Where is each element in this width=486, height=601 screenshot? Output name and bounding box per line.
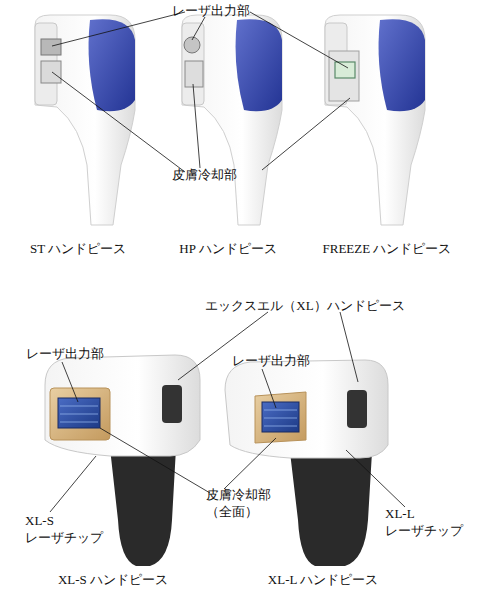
- side-button: [162, 385, 182, 423]
- laser-window: [41, 39, 61, 55]
- part-label: HP ハンドピース: [168, 240, 288, 257]
- part-label: レーザ出力部: [232, 352, 332, 369]
- window-stripes: [60, 406, 98, 422]
- laser-window: [58, 398, 100, 428]
- xl-l-handpiece: [225, 360, 388, 566]
- handle: [290, 452, 372, 566]
- laser-window: [262, 402, 299, 432]
- window-stripes: [264, 410, 297, 426]
- cooling-window: [41, 61, 61, 83]
- hp-handpiece: [182, 15, 282, 225]
- leader-line: [193, 84, 200, 168]
- part-label: レーザ出力部: [172, 2, 272, 19]
- part-label: エックスエル（XL）ハンドピース: [190, 297, 420, 314]
- leader-lines: [50, 12, 405, 512]
- leader-line: [262, 98, 350, 170]
- part-label: レーザ出力部: [26, 345, 126, 362]
- laser-chip: [255, 392, 306, 443]
- leader-line: [52, 12, 185, 46]
- handpiece-body: [225, 360, 388, 458]
- handpiece-body: [325, 15, 425, 225]
- leader-line: [340, 312, 358, 382]
- cooling-window: [329, 51, 359, 101]
- leader-line: [192, 17, 205, 40]
- part-label: XL-S レーザチップ: [25, 512, 115, 546]
- part-label: 皮膚冷却部: [172, 166, 272, 183]
- laser-window: [335, 62, 355, 78]
- part-label: ST ハンドピース: [18, 240, 138, 257]
- laser-chip: [50, 388, 110, 440]
- st-handpiece: [35, 15, 135, 225]
- part-label: XL-L ハンドピース: [248, 571, 398, 588]
- leader-line: [178, 312, 268, 380]
- leader-line: [62, 362, 78, 402]
- leader-line: [250, 12, 348, 68]
- leader-line: [50, 456, 96, 512]
- leader-line: [224, 438, 276, 489]
- leader-line: [100, 428, 210, 493]
- freeze-handpiece: [325, 15, 425, 225]
- handpiece-body: [35, 15, 135, 225]
- side-button: [347, 390, 367, 428]
- leader-line: [52, 72, 185, 172]
- handpiece-body: [182, 15, 282, 225]
- part-label: XL-L レーザチップ: [385, 505, 480, 539]
- part-label: 皮膚冷却部 （全面）: [206, 486, 286, 520]
- handle: [110, 448, 176, 566]
- part-label: XL-S ハンドピース: [38, 571, 188, 588]
- cooling-window: [185, 61, 203, 87]
- leader-line: [346, 450, 405, 507]
- leader-line: [262, 369, 276, 408]
- part-label: FREEZE ハンドピース: [312, 240, 462, 257]
